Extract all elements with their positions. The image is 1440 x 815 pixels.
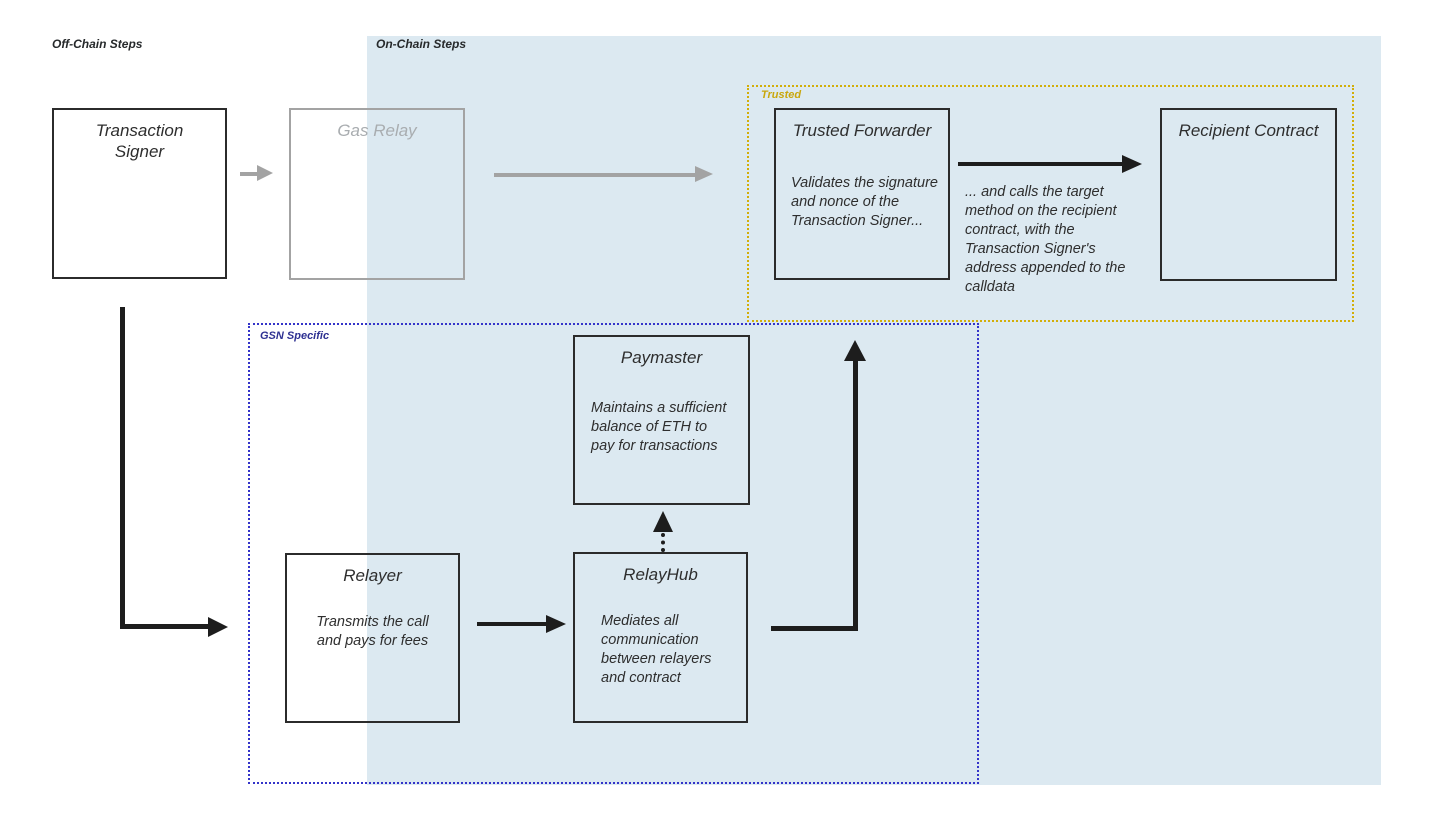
gasrelay-to-forwarder-arrowhead-icon	[695, 166, 713, 182]
on-chain-region	[367, 36, 1381, 785]
transaction-signer-title: Transaction Signer	[95, 121, 184, 162]
signer-to-gasrelay-arrowhead-icon	[257, 165, 273, 181]
gsn-specific-region	[248, 323, 979, 784]
recipient-contract-title: Recipient Contract	[1178, 121, 1319, 140]
signer-to-relayer-arrow-vertical	[120, 307, 125, 629]
transaction-signer-box: Transaction Signer	[52, 108, 227, 279]
relayhub-to-paymaster-arrowhead-icon	[653, 511, 673, 532]
gasrelay-to-forwarder-arrow-line	[494, 173, 696, 177]
paymaster-description: Maintains a sufficient balance of ETH to…	[591, 400, 727, 454]
relayhub-description: Mediates all communication between relay…	[601, 613, 712, 686]
relayhub-box: RelayHub Mediates all communication betw…	[573, 552, 748, 723]
trusted-forwarder-description: Validates the signature and nonce of the…	[791, 175, 938, 229]
trusted-label: Trusted	[761, 89, 802, 101]
relayhub-to-forwarder-arrowhead-icon	[844, 340, 866, 361]
recipient-contract-box: Recipient Contract	[1160, 108, 1337, 281]
relayhub-to-forwarder-arrow-vertical	[853, 358, 858, 631]
relayer-to-relayhub-arrowhead-icon	[546, 615, 566, 633]
relayer-description: Transmits the call and pays for fees	[316, 614, 429, 649]
forward-call-annotation: ... and calls the target method on the r…	[965, 184, 1126, 295]
signer-to-gasrelay-arrow-line	[240, 172, 258, 176]
relayhub-to-forwarder-arrow-horizontal	[771, 626, 858, 631]
paymaster-title: Paymaster	[620, 348, 703, 367]
forwarder-to-recipient-arrowhead-icon	[1122, 155, 1142, 173]
on-chain-steps-label: On-Chain Steps	[376, 37, 467, 51]
gas-relay-title: Gas Relay	[337, 121, 417, 140]
off-chain-steps-label: Off-Chain Steps	[52, 37, 143, 51]
relayer-title: Relayer	[343, 566, 402, 585]
relayer-to-relayhub-arrow-line	[477, 622, 547, 626]
forwarder-to-recipient-arrow-line	[958, 162, 1123, 166]
gas-relay-box: Gas Relay	[289, 108, 465, 280]
signer-to-relayer-arrowhead-icon	[208, 617, 228, 637]
relayhub-to-paymaster-dotted-line	[661, 533, 665, 552]
trusted-region	[747, 85, 1354, 322]
trusted-forwarder-box: Trusted Forwarder Validates the signatur…	[774, 108, 950, 280]
paymaster-box: Paymaster Maintains a sufficient balance…	[573, 335, 750, 505]
relayer-box: Relayer Transmits the call and pays for …	[285, 553, 460, 723]
gsn-specific-label: GSN Specific	[260, 330, 330, 342]
relayhub-title: RelayHub	[623, 565, 698, 584]
signer-to-relayer-arrow-horizontal	[120, 624, 209, 629]
trusted-forwarder-title: Trusted Forwarder	[792, 121, 932, 140]
